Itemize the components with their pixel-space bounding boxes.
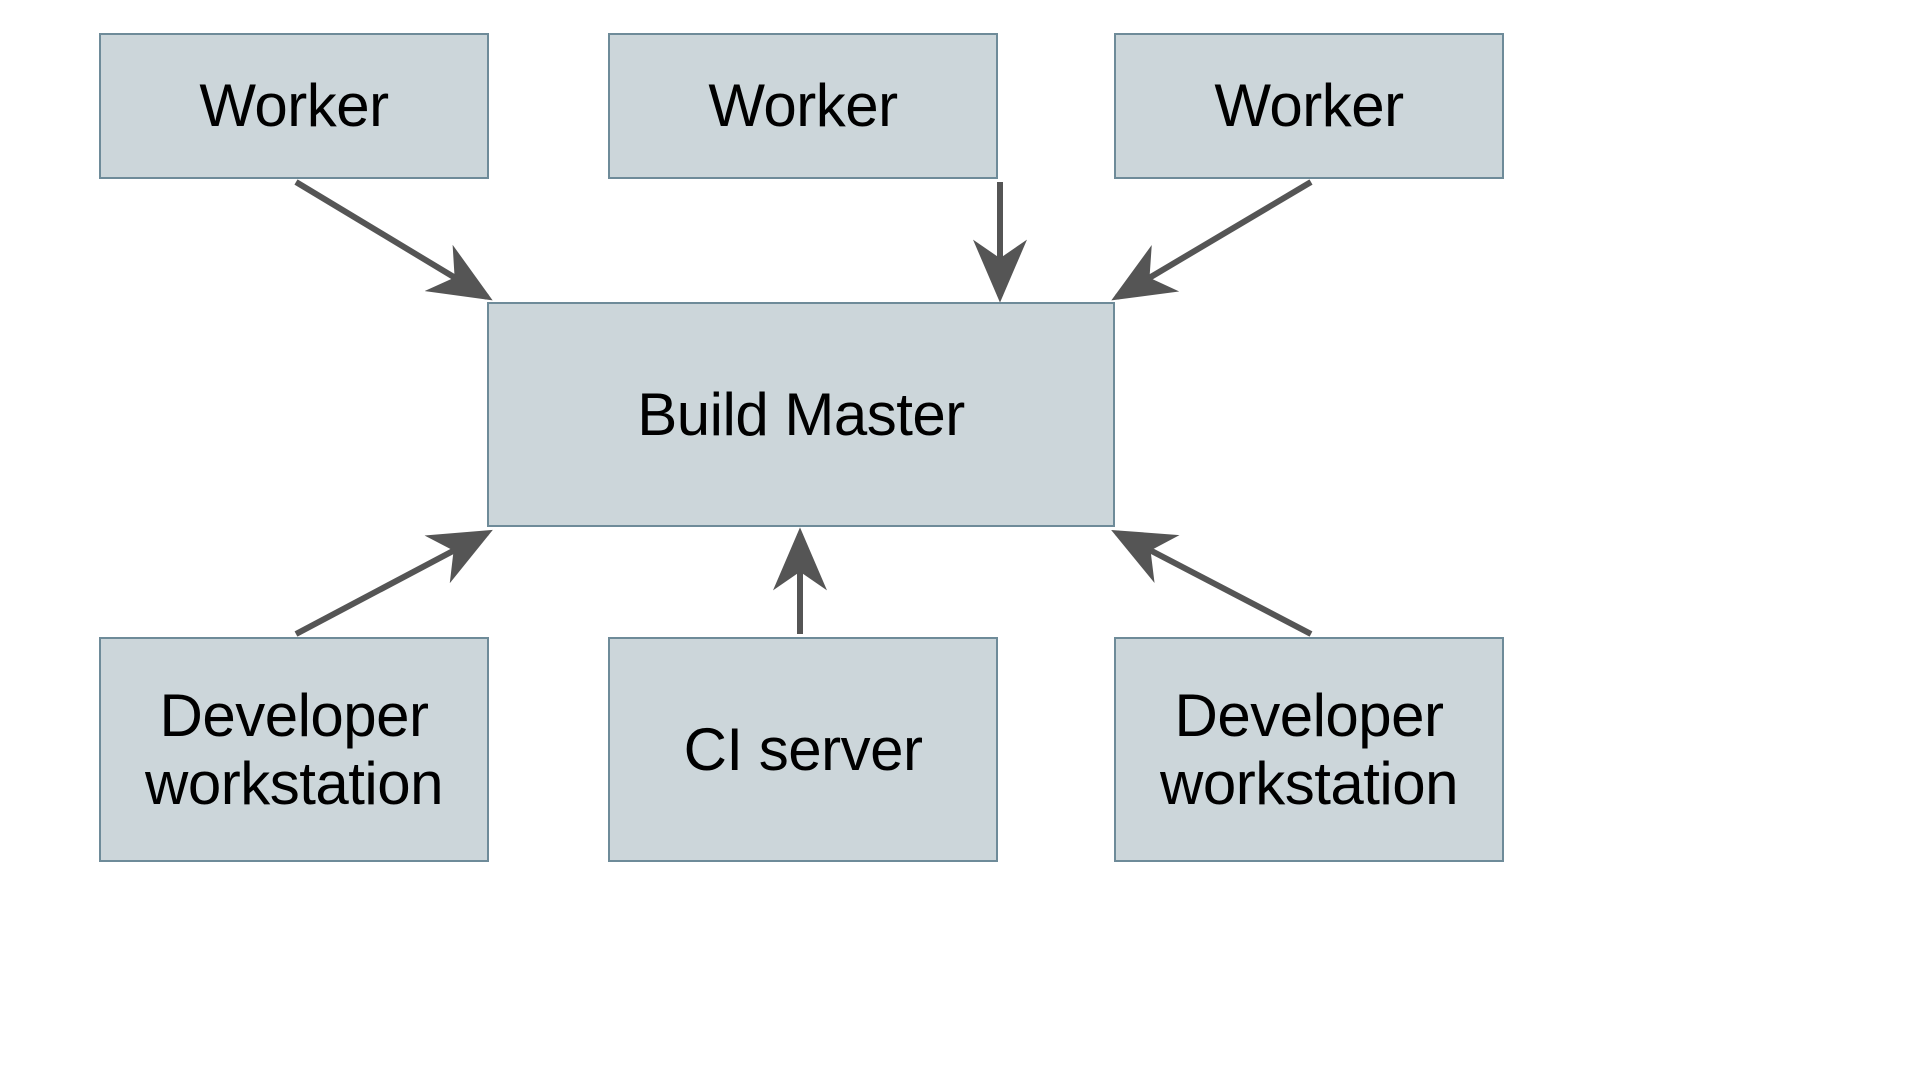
node-build-master-label: Build Master xyxy=(637,380,965,448)
node-developer-workstation-left[interactable]: Developer workstation xyxy=(99,637,489,862)
node-developer-workstation-right[interactable]: Developer workstation xyxy=(1114,637,1504,862)
node-ci-server[interactable]: CI server xyxy=(608,637,998,862)
node-developer-workstation-right-label: Developer workstation xyxy=(1160,682,1458,817)
node-worker-1-label: Worker xyxy=(199,72,389,140)
edge-dev-ws-right-to-build-master xyxy=(1111,529,1313,637)
edge-worker-1-to-build-master xyxy=(294,179,493,301)
node-worker-1[interactable]: Worker xyxy=(99,33,489,179)
node-worker-3[interactable]: Worker xyxy=(1114,33,1504,179)
node-build-master[interactable]: Build Master xyxy=(487,302,1115,527)
node-worker-3-label: Worker xyxy=(1214,72,1404,140)
node-developer-workstation-left-label: Developer workstation xyxy=(145,682,443,817)
node-worker-2-label: Worker xyxy=(708,72,898,140)
node-ci-server-label: CI server xyxy=(683,715,923,783)
edge-worker-3-to-build-master xyxy=(1111,179,1313,301)
edge-dev-ws-left-to-build-master xyxy=(294,529,493,637)
node-worker-2[interactable]: Worker xyxy=(608,33,998,179)
